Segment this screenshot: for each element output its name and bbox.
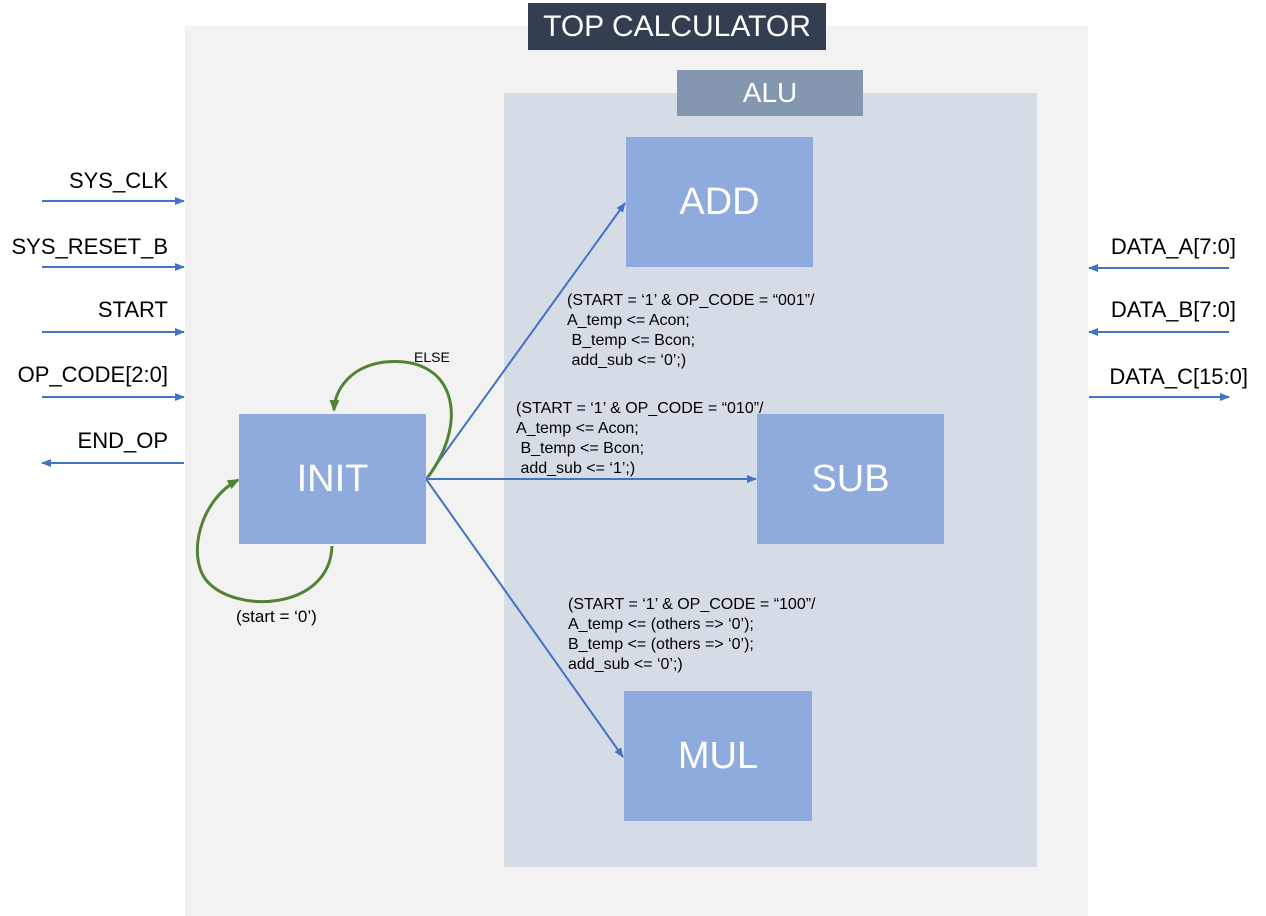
port-label-data-a: DATA_A[7:0] <box>1110 234 1236 259</box>
state-add: ADD <box>626 137 813 267</box>
port-label-end-op: END_OP <box>77 428 168 453</box>
add-transition-label: (START = ‘1’ & OP_CODE = “001”/ A_temp <… <box>567 292 815 369</box>
mul-transition-label: (START = ‘1’ & OP_CODE = “100”/ A_temp <… <box>568 596 816 673</box>
port-label-op-code: OP_CODE[2:0] <box>17 362 168 387</box>
sub-transition-label: (START = ‘1’ & OP_CODE = “010”/ A_temp <… <box>516 400 764 477</box>
port-label-sys-clk: SYS_CLK <box>68 168 168 193</box>
diagram-title: TOP CALCULATOR <box>528 3 826 50</box>
init-to-add-arrow <box>425 202 626 480</box>
state-mul: MUL <box>624 691 812 821</box>
else-loop-arrow <box>329 360 453 478</box>
start-zero-loop-arrow <box>195 478 334 604</box>
port-label-start: START <box>97 297 168 322</box>
port-label-data-c: DATA_C[15:0] <box>1109 364 1248 389</box>
alu-title: ALU <box>677 70 863 116</box>
else-loop-label: ELSE <box>414 349 450 365</box>
start-zero-loop-label: (start = ‘0’) <box>236 607 317 626</box>
init-to-mul-arrow <box>425 478 624 758</box>
state-sub: SUB <box>757 414 944 544</box>
port-label-sys-reset-b: SYS_RESET_B <box>11 234 168 259</box>
port-label-data-b: DATA_B[7:0] <box>1110 297 1236 322</box>
state-init: INIT <box>239 414 426 544</box>
